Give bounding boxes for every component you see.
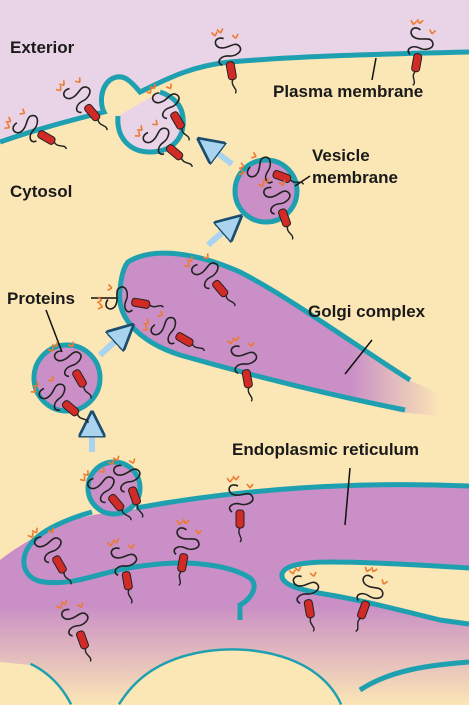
er-lumen [0, 484, 469, 705]
glycoprotein [226, 475, 254, 543]
glycoprotein [79, 467, 132, 521]
golgi-complex [119, 253, 440, 416]
glycoprotein [407, 18, 437, 86]
glycoprotein [4, 108, 68, 150]
er-membrane-top [27, 482, 469, 547]
er-bottom-left-fill [0, 662, 70, 705]
arrow-golgi-to-vesicle [206, 224, 232, 248]
er-pocket-membrane [279, 559, 469, 627]
glycoprotein [183, 253, 236, 307]
leader-golgi [344, 339, 373, 375]
arrow-vesicle-to-golgi [97, 333, 124, 358]
glycoprotein [257, 177, 294, 240]
glycoprotein [288, 566, 320, 632]
glycoprotein [106, 538, 138, 604]
glycoprotein [210, 28, 242, 94]
glycoprotein [30, 375, 89, 424]
label-vesicle-membrane-2: membrane [312, 168, 398, 187]
transport-vesicle-upper [232, 157, 300, 225]
label-plasma-membrane: Plasma membrane [273, 82, 424, 101]
er-pocket [281, 562, 469, 625]
glycoprotein [238, 151, 305, 185]
glycoprotein [142, 310, 206, 352]
glycoprotein [47, 341, 92, 399]
label-vesicle-membrane-1: Vesicle [312, 146, 370, 165]
glycoprotein [145, 83, 190, 141]
er-membrane-left [21, 543, 257, 620]
label-golgi-complex: Golgi complex [308, 302, 426, 321]
leader-er [344, 467, 351, 526]
leader-proteins-2 [45, 309, 63, 353]
er-bottom-fill [120, 650, 340, 705]
label-cytosol: Cytosol [10, 182, 73, 201]
glycoprotein [173, 518, 203, 586]
glycoprotein [107, 455, 144, 518]
leader-plasma-membrane [371, 57, 377, 81]
glycoprotein [134, 119, 193, 168]
label-endoplasmic-reticulum: Endoplasmic reticulum [232, 440, 420, 459]
exterior-region [0, 0, 469, 142]
membrane-proteins [4, 18, 437, 662]
er-membrane-bottom-right [358, 659, 469, 693]
glycoprotein [55, 77, 108, 131]
leader-vesicle-membrane [294, 175, 311, 187]
label-exterior: Exterior [10, 38, 75, 57]
transport-arrows [92, 146, 232, 452]
arrow-vesicle-to-membrane [208, 146, 234, 167]
glycoprotein [355, 566, 389, 633]
label-proteins: Proteins [7, 289, 76, 308]
glycoprotein [27, 527, 72, 585]
glycoprotein [226, 336, 258, 402]
fusing-vesicle [115, 89, 186, 155]
glycoprotein [96, 283, 164, 313]
glycoprotein [55, 599, 92, 662]
